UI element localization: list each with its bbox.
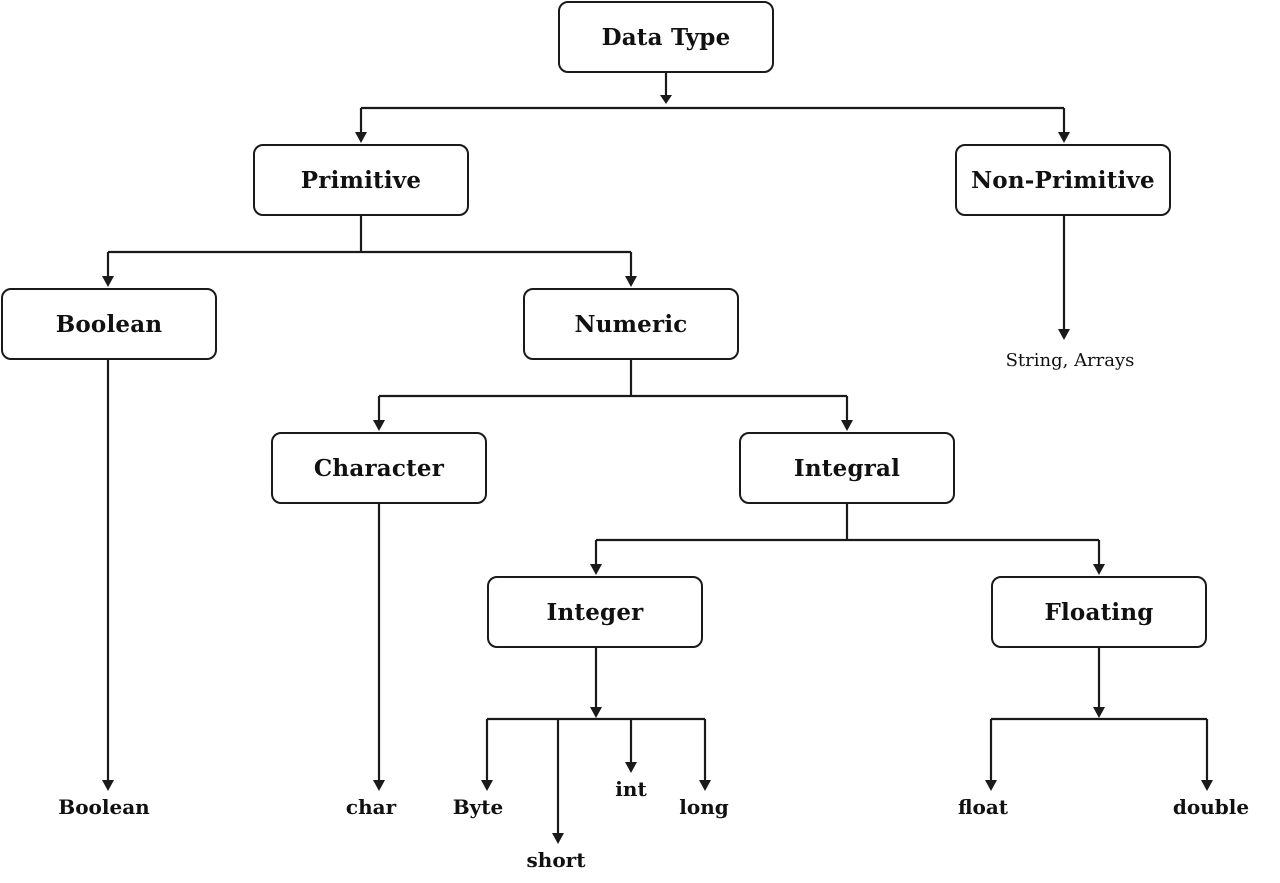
arrowhead bbox=[102, 276, 114, 287]
leaf-byte: Byte bbox=[452, 795, 504, 819]
leaf-string-arrays: String, Arrays bbox=[1005, 350, 1135, 371]
arrowhead bbox=[1201, 780, 1213, 791]
leaf-float: float bbox=[957, 795, 1009, 819]
arrowhead bbox=[625, 276, 637, 287]
node-character-label: Character bbox=[313, 454, 445, 482]
arrowhead bbox=[625, 762, 637, 773]
node-floating: Floating bbox=[991, 576, 1207, 648]
leaf-double: double bbox=[1172, 795, 1250, 819]
arrowhead bbox=[1093, 564, 1105, 575]
leaf-long: long bbox=[679, 795, 729, 819]
leaf-int: int bbox=[615, 777, 647, 801]
arrowhead bbox=[1093, 707, 1105, 718]
node-numeric: Numeric bbox=[523, 288, 739, 360]
node-data-type: Data Type bbox=[558, 1, 774, 73]
arrowhead bbox=[985, 780, 997, 791]
arrowhead bbox=[1058, 132, 1070, 143]
node-non-primitive-label: Non-Primitive bbox=[971, 166, 1155, 194]
arrowhead bbox=[590, 707, 602, 718]
arrowhead bbox=[373, 780, 385, 791]
node-primitive-label: Primitive bbox=[300, 166, 422, 194]
node-data-type-label: Data Type bbox=[601, 23, 731, 51]
node-boolean-label: Boolean bbox=[55, 310, 163, 338]
node-boolean: Boolean bbox=[1, 288, 217, 360]
arrowhead bbox=[481, 780, 493, 791]
arrowhead bbox=[699, 780, 711, 791]
arrowhead bbox=[355, 132, 367, 143]
arrowhead bbox=[373, 420, 385, 431]
node-floating-label: Floating bbox=[1044, 598, 1154, 626]
node-integer-label: Integer bbox=[546, 598, 644, 626]
node-non-primitive: Non-Primitive bbox=[955, 144, 1171, 216]
arrowhead bbox=[102, 780, 114, 791]
node-integral-label: Integral bbox=[793, 454, 901, 482]
arrowhead bbox=[841, 420, 853, 431]
leaf-short: short bbox=[526, 848, 586, 872]
arrowhead bbox=[552, 833, 564, 844]
leaf-boolean: Boolean bbox=[58, 795, 150, 819]
arrowhead bbox=[1058, 329, 1070, 340]
arrowhead bbox=[660, 95, 672, 104]
node-primitive: Primitive bbox=[253, 144, 469, 216]
arrowhead bbox=[590, 564, 602, 575]
node-numeric-label: Numeric bbox=[574, 310, 688, 338]
leaf-char: char bbox=[345, 795, 397, 819]
node-character: Character bbox=[271, 432, 487, 504]
node-integral: Integral bbox=[739, 432, 955, 504]
node-integer: Integer bbox=[487, 576, 703, 648]
